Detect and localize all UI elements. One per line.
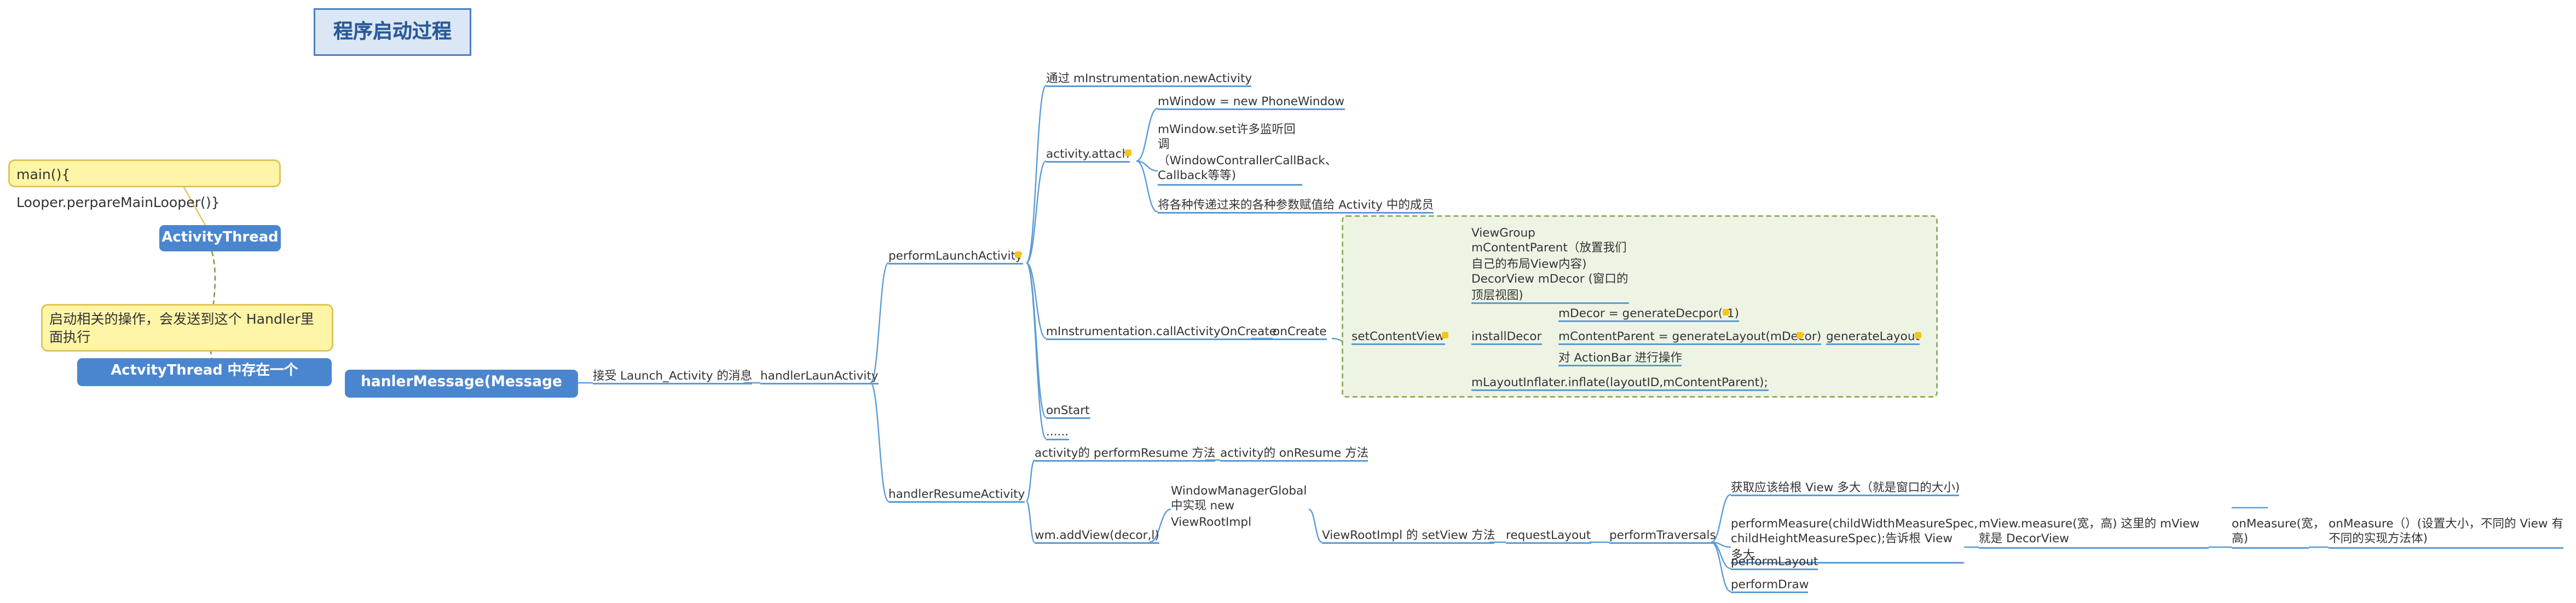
on-resume-label[interactable]: activity的 onResume 方法	[1220, 445, 1369, 463]
set-content-view-label[interactable]: setContentView	[1351, 329, 1445, 346]
handler-in-thread-node[interactable]: ActvityThread 中存在一个 Handler	[77, 358, 332, 407]
link-resume-perform	[1025, 459, 1036, 502]
link-global-setview	[1308, 508, 1322, 543]
perform-traversals-label[interactable]: performTraversals	[1609, 527, 1716, 545]
set-content-view-group	[1342, 215, 1938, 398]
m-content-parent-label[interactable]: mContentParent = generateLayout(mDecor)	[1558, 329, 1822, 346]
link-launch-ellipsis	[1025, 262, 1047, 440]
on-measure-desc-label[interactable]: onMeasure（）(设置大小，不同的 View 有不同的实现方法体)	[2329, 516, 2563, 549]
perform-measure-label[interactable]: performMeasure(childWidthMeasureSpec, ch…	[1731, 516, 1978, 564]
on-measure-call-label[interactable]: onMeasure(宽，高)	[2232, 516, 2325, 549]
link-launch-new-activity	[1025, 84, 1047, 264]
m-window-label[interactable]: mWindow = new PhoneWindow	[1158, 94, 1345, 111]
link-handler-perform-launch	[869, 262, 890, 384]
get-root-size-label[interactable]: 获取应该给根 View 多大（就是窗口的大小)	[1731, 480, 1960, 497]
handle-message-node[interactable]: hanlerMessage(Message msg)	[345, 370, 578, 419]
m-decor-marker	[1723, 309, 1729, 315]
action-bar-label[interactable]: 对 ActionBar 进行操作	[1558, 350, 1682, 367]
link-handler-resume	[869, 382, 890, 502]
handler-launch-label[interactable]: handlerLaunActivity	[760, 368, 879, 386]
perform-draw-label[interactable]: performDraw	[1731, 577, 1809, 594]
perform-layout-label[interactable]: performLayout	[1731, 554, 1818, 571]
page-title[interactable]: 程序启动过程	[314, 8, 471, 56]
add-view-label[interactable]: wm.addView(decor,l)	[1035, 527, 1159, 545]
viewgroup-note-label[interactable]: ViewGroup mContentParent（放置我们自己的布局View内容…	[1471, 225, 1629, 305]
main-looper-note[interactable]: main(){ Looper.perpareMainLooper()}	[8, 159, 281, 210]
wm-global-label[interactable]: WindowManagerGlobal 中实现 new ViewRootImpl	[1171, 483, 1307, 529]
on-create-label[interactable]: onCreate	[1273, 324, 1327, 341]
via-instrumentation-label[interactable]: 通过 mInstrumentation.newActivity	[1046, 71, 1252, 88]
request-layout-label[interactable]: requestLayout	[1506, 527, 1591, 545]
set-view-label[interactable]: ViewRootImpl 的 setView 方法	[1322, 527, 1495, 545]
link-launch-call-create	[1026, 262, 1047, 340]
link-launch-attach	[1026, 160, 1047, 264]
link-resume-addview	[1025, 500, 1036, 543]
link-traversals-rootsize	[1711, 493, 1731, 543]
set-content-view-marker	[1442, 332, 1448, 338]
mview-measure-label[interactable]: mView.measure(宽，高) 这里的 mView 就是 DecorVie…	[1979, 516, 2209, 549]
perform-launch-marker	[1015, 251, 1021, 258]
set-listeners-label[interactable]: mWindow.set许多监听回调（WindowContrallerCallBa…	[1158, 122, 1337, 185]
activity-attach-label[interactable]: activity.attach	[1046, 146, 1130, 164]
handler-resume-label[interactable]: handlerResumeActivity	[888, 486, 1025, 504]
m-decor-label[interactable]: mDecor = generateDecpor(-1)	[1558, 306, 1740, 323]
generate-layout-marker	[1915, 332, 1921, 338]
handler-note[interactable]: 启动相关的操作，会发送到这个 Handler里面执行	[41, 304, 333, 352]
generate-layout-label[interactable]: generateLayout	[1826, 329, 1920, 346]
inflate-label[interactable]: mLayoutInflater.inflate(layoutID,mConten…	[1471, 375, 1768, 392]
perform-launch-label[interactable]: performLaunchActivity	[888, 248, 1023, 266]
main-note-pointer	[183, 187, 206, 226]
call-on-create-label[interactable]: mInstrumentation.callActivityOnCreate	[1046, 324, 1277, 341]
ellipsis-label[interactable]: ......	[1046, 424, 1069, 441]
assign-params-label[interactable]: 将各种传递过来的各种参数赋值给 Activity 中的成员	[1158, 197, 1434, 215]
link-attach-params	[1136, 160, 1158, 213]
link-addview-global	[1149, 508, 1171, 543]
receive-launch-label[interactable]: 接受 Launch_Activity 的消息	[593, 368, 753, 386]
activity-attach-marker	[1125, 150, 1131, 156]
link-attach-window	[1136, 107, 1158, 162]
on-start-label[interactable]: onStart	[1046, 403, 1090, 420]
activity-thread-node[interactable]: ActivityThread	[159, 225, 281, 251]
m-content-parent-marker	[1797, 332, 1803, 338]
install-decor-label[interactable]: installDecor	[1471, 329, 1542, 346]
perform-resume-label[interactable]: activity的 performResume 方法	[1035, 445, 1216, 463]
